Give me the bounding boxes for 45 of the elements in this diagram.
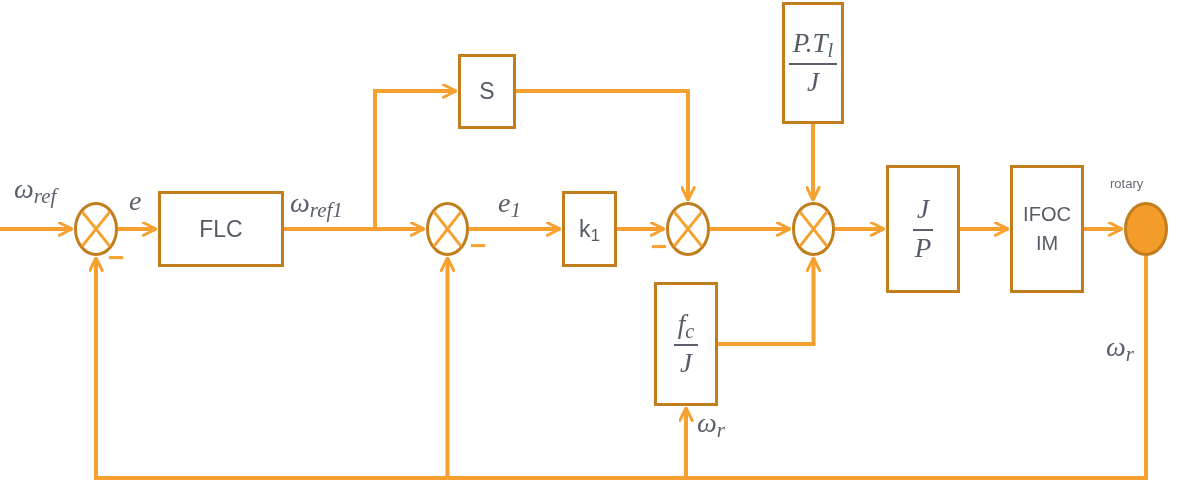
summing-junction bbox=[792, 202, 835, 256]
signal-label: e bbox=[129, 184, 142, 218]
arrow bbox=[118, 221, 158, 237]
arrow bbox=[835, 221, 886, 237]
summing-junction bbox=[666, 202, 710, 256]
arrow bbox=[678, 406, 694, 478]
arrow bbox=[469, 221, 562, 237]
node-caption: rotary bbox=[1110, 176, 1144, 192]
arrow bbox=[710, 221, 792, 237]
signal-label: ω$_{ref}$ bbox=[14, 172, 57, 209]
arrow bbox=[439, 256, 456, 478]
arrow bbox=[960, 221, 1010, 237]
block-box bbox=[158, 191, 284, 267]
summing-junction bbox=[74, 202, 118, 256]
fraction-denominator: J bbox=[679, 347, 694, 380]
fraction-numerator: f$_{c}$ bbox=[673, 306, 699, 346]
block-box bbox=[654, 282, 718, 406]
block-box bbox=[562, 191, 617, 267]
minus-sign: − bbox=[651, 238, 668, 256]
arrow bbox=[617, 221, 666, 237]
block-label: IFOC IM bbox=[1022, 202, 1072, 256]
fraction-denominator: P bbox=[913, 232, 933, 265]
arrow bbox=[805, 124, 821, 202]
block-box bbox=[458, 54, 516, 129]
summing-junction bbox=[426, 202, 469, 256]
minus-sign: − bbox=[108, 249, 125, 267]
block-label: FLC bbox=[199, 214, 243, 244]
fraction-numerator: J bbox=[913, 191, 933, 231]
signal-label: e$_{1}$ bbox=[498, 186, 521, 223]
signal-label: ω$_{r}$ bbox=[697, 406, 725, 443]
signal-label: ω$_{ref1}$ bbox=[290, 186, 343, 223]
block-box bbox=[782, 2, 844, 124]
block-box bbox=[1010, 165, 1084, 293]
arrow bbox=[718, 256, 822, 346]
arrow bbox=[1084, 221, 1124, 237]
block-box bbox=[886, 165, 960, 293]
arrow bbox=[0, 221, 74, 237]
fraction-denominator: J bbox=[806, 66, 821, 99]
block-label: S bbox=[479, 77, 495, 107]
block-label: k$_{1}$ bbox=[578, 214, 601, 247]
minus-sign: − bbox=[470, 237, 487, 255]
arrow bbox=[516, 89, 696, 202]
filled-circle bbox=[1124, 202, 1168, 256]
arrow bbox=[284, 83, 458, 231]
fraction-numerator: P.T$_{l}$ bbox=[788, 25, 838, 65]
